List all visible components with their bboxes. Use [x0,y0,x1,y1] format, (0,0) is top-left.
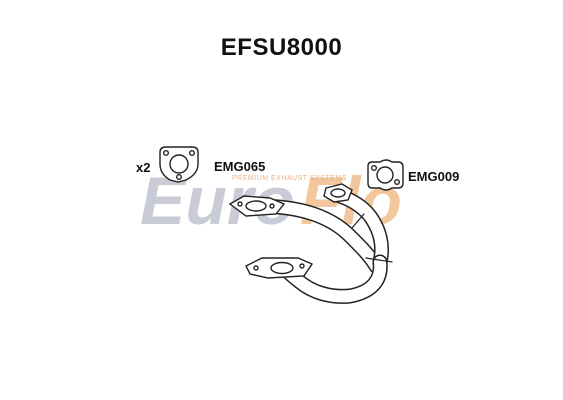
gasket-emg009-icon [367,159,404,191]
rear-flange-icon [323,183,353,203]
watermark-tagline: PREMIUM EXHAUST SYSTEMS [232,175,347,182]
gasket-emg065-icon [159,146,199,183]
upper-flange-icon [228,195,286,217]
emg065-label: EMG065 [214,159,266,174]
emg009-label: EMG009 [408,169,460,184]
emg065-quantity: x2 [136,160,151,175]
front-pipe-icon [248,188,393,304]
part-number-title: EFSU8000 [220,34,343,61]
lower-flange-icon [245,257,314,279]
